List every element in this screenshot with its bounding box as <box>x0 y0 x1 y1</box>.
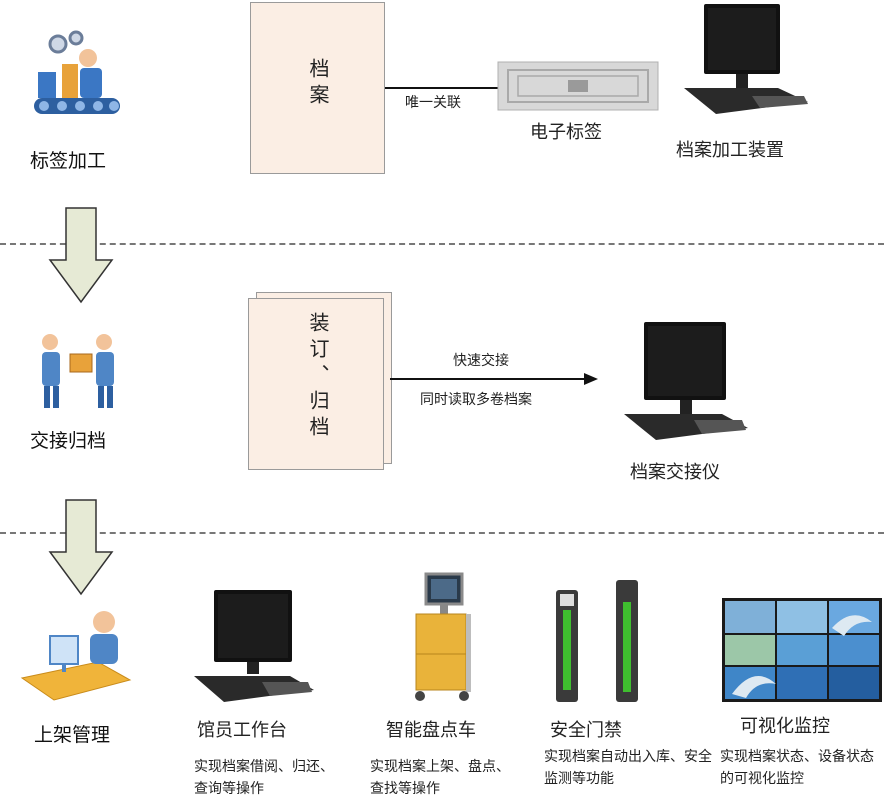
stage-divider-1 <box>0 243 884 245</box>
document-paper-archive <box>250 2 385 174</box>
down-arrow-icon <box>48 207 114 304</box>
processing-device-icon <box>684 4 808 114</box>
video-wall-icon <box>722 598 882 702</box>
arrow-label-multi: 同时读取多卷档案 <box>420 392 532 408</box>
device-label-monitoring: 可视化监控 <box>740 716 830 737</box>
label-machine-icon <box>34 30 120 114</box>
document-text-archive: 档案 <box>306 58 330 110</box>
device-label-processing: 档案加工装置 <box>676 140 784 161</box>
document-paper-bound <box>248 298 384 470</box>
handover-device-icon <box>624 322 748 440</box>
link-line <box>385 87 500 89</box>
device-label-librarian: 馆员工作台 <box>197 720 287 741</box>
down-arrow-icon <box>48 499 114 596</box>
handover-arrow <box>390 373 598 385</box>
device-desc-librarian: 实现档案借阅、归还、查询等操作 <box>194 759 334 797</box>
stage-label-tagging: 标签加工 <box>30 150 107 172</box>
rfid-tag-icon <box>497 61 659 111</box>
stage-divider-2 <box>0 532 884 534</box>
link-label: 唯一关联 <box>405 95 461 111</box>
arrow-label-fast: 快速交接 <box>453 353 509 369</box>
device-desc-gate: 实现档案自动出入库、安全监测等功能 <box>544 749 712 787</box>
device-desc-cart: 实现档案上架、盘点、查找等操作 <box>370 759 510 797</box>
device-desc-monitoring: 实现档案状态、设备状态的可视化监控 <box>720 749 874 787</box>
document-text-bound: 装订、归档 <box>306 312 330 442</box>
security-gate-icon <box>556 580 638 702</box>
tag-label: 电子标签 <box>530 122 602 143</box>
inventory-cart-icon <box>415 572 471 701</box>
stage-label-handover: 交接归档 <box>30 430 107 452</box>
workstation-person-icon <box>20 611 132 701</box>
handover-icon <box>42 334 114 408</box>
stage-label-shelving: 上架管理 <box>34 724 111 746</box>
device-label-gate: 安全门禁 <box>550 720 622 741</box>
device-label-handover: 档案交接仪 <box>630 462 720 483</box>
librarian-workstation-icon <box>194 590 314 702</box>
device-label-cart: 智能盘点车 <box>386 720 476 741</box>
